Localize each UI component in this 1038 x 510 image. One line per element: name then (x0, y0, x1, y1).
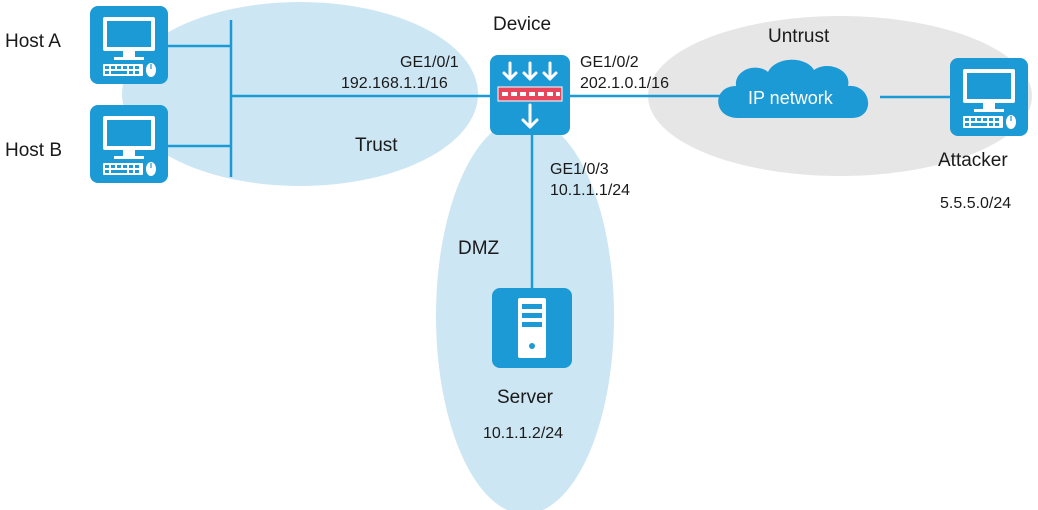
ge1-ip-label: 192.168.1.1/16 (341, 75, 448, 92)
host-b-label: Host B (5, 140, 62, 161)
device-firewall-icon[interactable] (490, 55, 570, 135)
dmz-zone-label: DMZ (458, 238, 500, 259)
ge2-ip-label: 202.1.0.1/16 (580, 75, 669, 92)
server-ip-label: 10.1.1.2/24 (483, 425, 563, 442)
device-label: Device (493, 14, 551, 35)
trust-zone-label: Trust (355, 135, 398, 156)
ge1-name-label: GE1/0/1 (400, 54, 459, 71)
server-label: Server (497, 387, 554, 408)
host-a-label: Host A (5, 31, 61, 52)
attacker-icon[interactable] (950, 58, 1028, 136)
trust-zone (122, 2, 478, 186)
host-b-icon[interactable] (90, 105, 168, 183)
server-icon[interactable] (492, 288, 572, 368)
ip-network-cloud-icon[interactable] (718, 59, 869, 118)
ge3-name-label: GE1/0/3 (550, 161, 609, 178)
untrust-zone-label: Untrust (768, 26, 830, 47)
host-a-icon[interactable] (90, 6, 168, 84)
attacker-subnet-label: 5.5.5.0/24 (940, 195, 1011, 212)
ge3-ip-label: 10.1.1.1/24 (550, 182, 630, 199)
cloud-label: IP network (748, 88, 834, 108)
attacker-label: Attacker (938, 150, 1008, 171)
ge2-name-label: GE1/0/2 (580, 54, 639, 71)
